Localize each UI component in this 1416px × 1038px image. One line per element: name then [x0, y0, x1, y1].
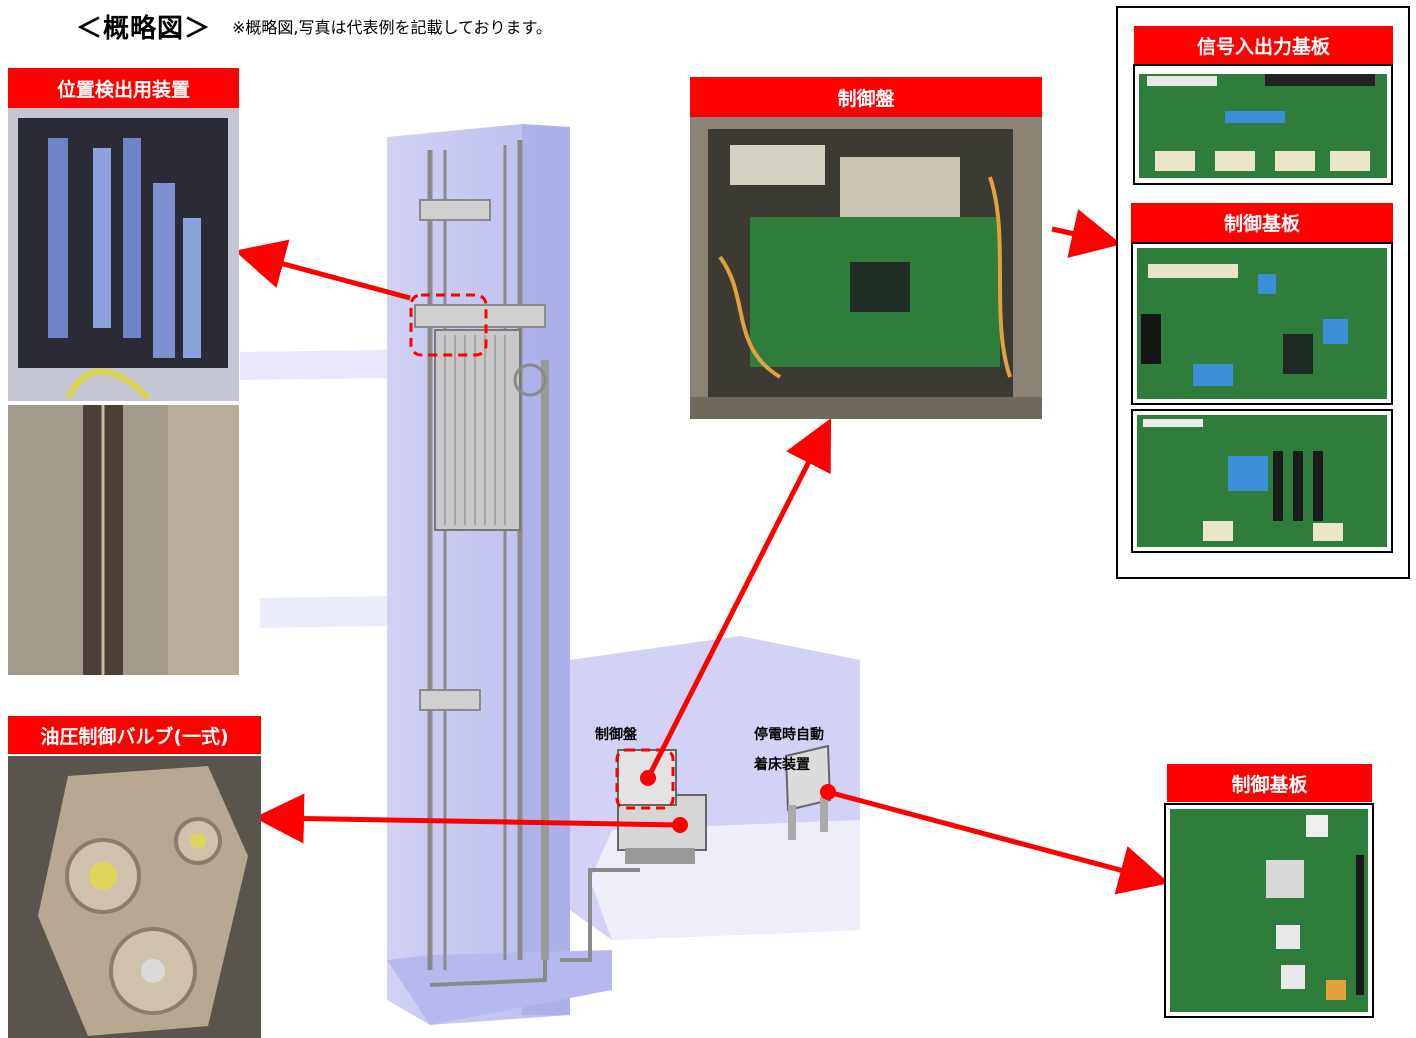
room-label-control-panel: 制御盤	[595, 727, 637, 743]
callout-position-detector: 位置検出用装置	[8, 68, 239, 108]
control-board-photo-1	[1131, 242, 1393, 405]
control-panel-photo	[690, 117, 1042, 419]
hydraulic-valve-photo	[8, 756, 261, 1038]
callout-control-panel: 制御盤	[690, 77, 1042, 117]
callout-arrows	[234, 209, 1170, 895]
diagram-note: ※概略図,写真は代表例を記載しております。	[232, 18, 552, 37]
guide-rail-photo	[8, 405, 239, 675]
control-board-photo-3	[1164, 803, 1374, 1018]
callout-signal-io-board: 信号入出力基板	[1134, 26, 1393, 64]
elevator-car	[414, 140, 640, 987]
callout-control-board-lower: 制御基板	[1167, 764, 1372, 802]
signal-io-board-photo	[1133, 64, 1393, 185]
position-detector-photo	[8, 108, 239, 401]
callout-hydraulic-valve: 油圧制御バルブ(一式)	[8, 716, 261, 754]
diagram-title: ＜概略図＞	[76, 14, 212, 44]
highlight-control-panel	[615, 748, 675, 810]
room-label-auto-landing-1: 停電時自動	[754, 727, 824, 743]
room-label-auto-landing-2: 着床装置	[754, 757, 810, 773]
control-board-photo-2	[1131, 409, 1393, 553]
auto-landing-device	[784, 744, 832, 840]
callout-control-board-upper: 制御基板	[1131, 203, 1393, 242]
highlight-position-detector	[409, 293, 488, 357]
